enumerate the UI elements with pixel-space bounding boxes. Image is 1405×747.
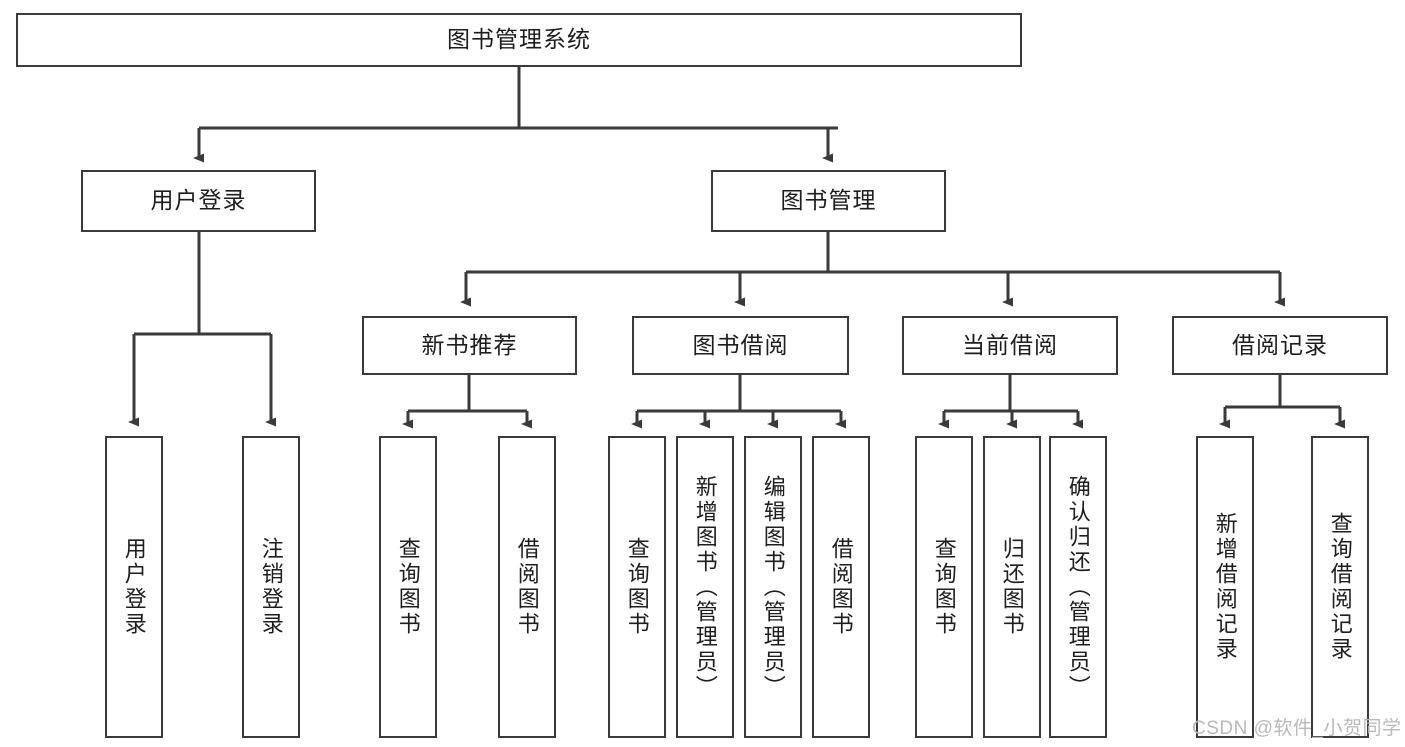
node-book-management[interactable]: 图书管理 [711,170,946,232]
leaf-book-borrow-borrow-books[interactable]: 借阅图书 [812,436,870,738]
leaf-new-book-query-books[interactable]: 查询图书 [379,436,437,738]
leaf-current-borrow-confirm-return-admin[interactable]: 确认归还（管理员） [1049,436,1107,738]
leaf-record-add-borrow-record[interactable]: 新增借阅记录 [1196,436,1254,738]
leaf-book-borrow-query-books[interactable]: 查询图书 [608,436,666,738]
leaf-record-query-borrow-record[interactable]: 查询借阅记录 [1311,436,1369,738]
leaf-book-borrow-add-book-admin[interactable]: 新增图书（管理员） [676,436,734,738]
node-book-borrowing[interactable]: 图书借阅 [632,316,849,375]
node-root-book-management-system[interactable]: 图书管理系统 [16,13,1022,67]
leaf-current-borrow-query-books[interactable]: 查询图书 [915,436,973,738]
node-label: 用户登录 [121,537,147,637]
leaf-current-borrow-return-books[interactable]: 归还图书 [983,436,1041,738]
node-label: 当前借阅 [962,331,1058,358]
leaf-user-login-signout[interactable]: 注销登录 [242,436,300,738]
node-label: 新增图书（管理员） [692,474,718,700]
leaf-user-login-signin[interactable]: 用户登录 [105,436,163,738]
node-label: 图书管理系统 [447,26,591,53]
node-label: 查询图书 [395,537,421,637]
node-borrowing-records[interactable]: 借阅记录 [1172,316,1388,375]
node-label: 编辑图书（管理员） [760,474,786,700]
node-label: 图书管理 [780,187,877,214]
node-new-book-recommendation[interactable]: 新书推荐 [362,316,577,375]
node-label: 图书借阅 [692,331,789,358]
node-label: 确认归还（管理员） [1065,474,1091,700]
node-label: 查询图书 [624,537,650,637]
node-label: 借阅图书 [514,537,540,637]
node-label: 新增借阅记录 [1212,512,1238,662]
node-label: 查询图书 [931,537,957,637]
node-label: 归还图书 [999,537,1025,637]
node-current-borrowing[interactable]: 当前借阅 [902,316,1118,375]
node-user-login[interactable]: 用户登录 [81,170,316,232]
node-label: 用户登录 [150,187,247,214]
node-label: 借阅图书 [828,537,854,637]
node-label: 借阅记录 [1232,331,1328,358]
watermark: CSDN @软件_小贺同学 [1192,718,1402,739]
leaf-new-book-borrow-books[interactable]: 借阅图书 [498,436,556,738]
node-label: 查询借阅记录 [1327,512,1353,662]
leaf-book-borrow-edit-book-admin[interactable]: 编辑图书（管理员） [744,436,802,738]
node-label: 注销登录 [258,537,284,637]
node-label: 新书推荐 [421,331,518,358]
